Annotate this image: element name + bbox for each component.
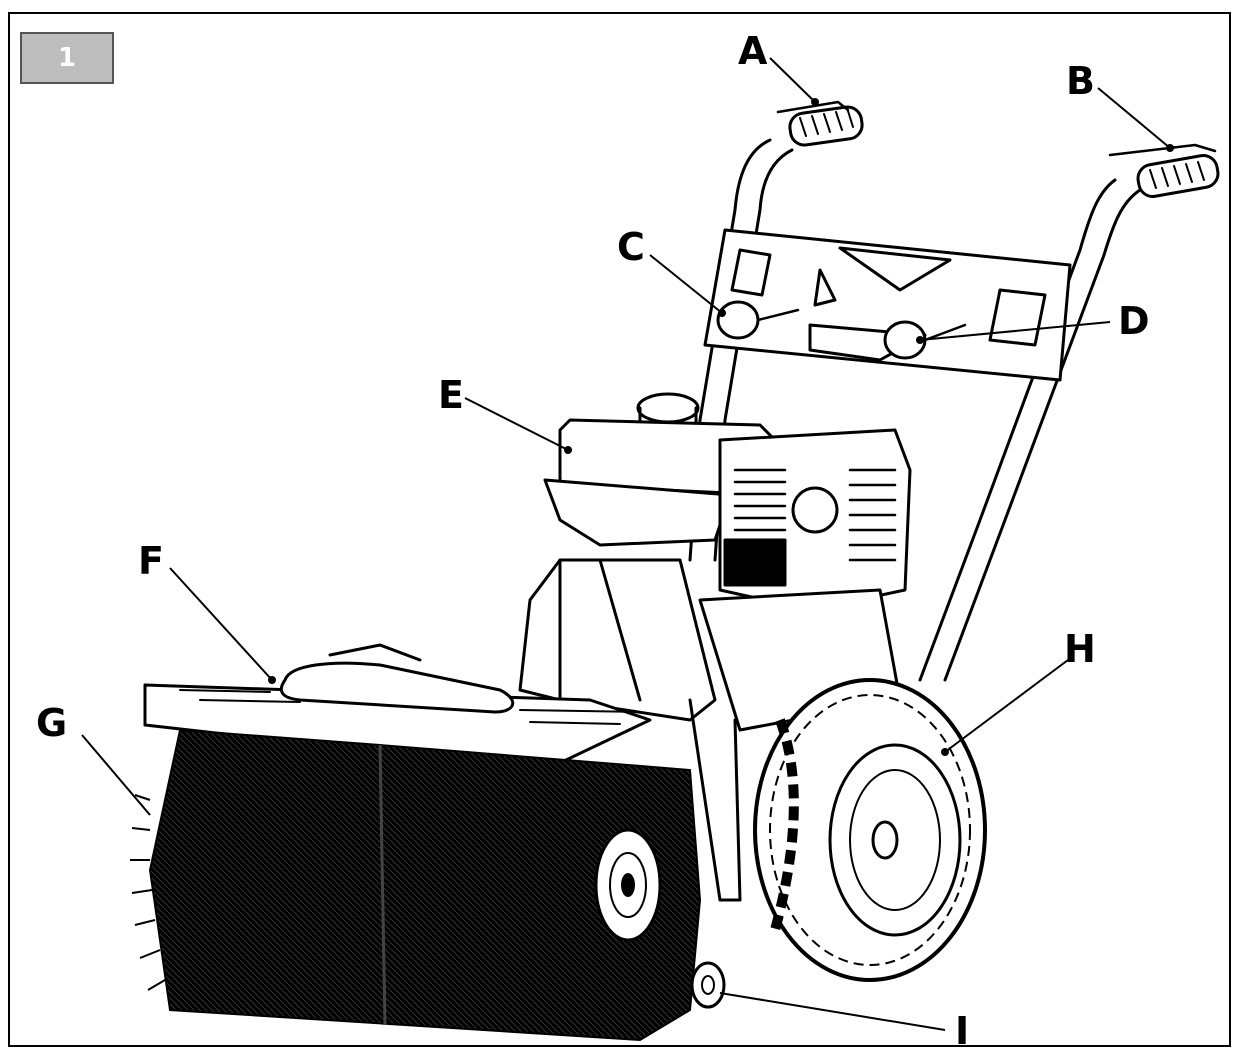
guard-tube <box>279 643 514 714</box>
leader-line-c <box>649 254 723 314</box>
leader-line-b <box>1097 87 1171 149</box>
leader-line-e <box>464 397 569 451</box>
left-handle-bar <box>688 100 864 562</box>
caster-wheel <box>690 961 726 1009</box>
callout-c: C <box>617 225 645 269</box>
leader-line-f <box>169 567 273 681</box>
leader-line-a <box>769 57 816 103</box>
drive-wheel <box>753 678 987 982</box>
leader-line-i <box>719 992 946 1031</box>
callout-e: E <box>438 373 464 417</box>
callout-d: D <box>1118 299 1150 343</box>
leader-line-h <box>944 659 1069 753</box>
leader-line-d <box>919 321 1111 341</box>
right-handle-bar <box>918 143 1220 682</box>
leader-line-g <box>81 734 151 816</box>
engine-block <box>718 428 912 612</box>
callout-b: B <box>1066 59 1095 103</box>
brush-roll <box>130 728 702 1042</box>
callout-a: A <box>738 29 768 73</box>
callout-f: F <box>138 539 164 583</box>
figure-number-badge: 1 <box>20 32 114 84</box>
callout-i: I <box>955 1009 969 1053</box>
control-panel <box>703 228 1072 382</box>
brush-cover <box>143 683 652 772</box>
callout-h: H <box>1064 627 1096 671</box>
callout-g: G <box>36 701 67 745</box>
